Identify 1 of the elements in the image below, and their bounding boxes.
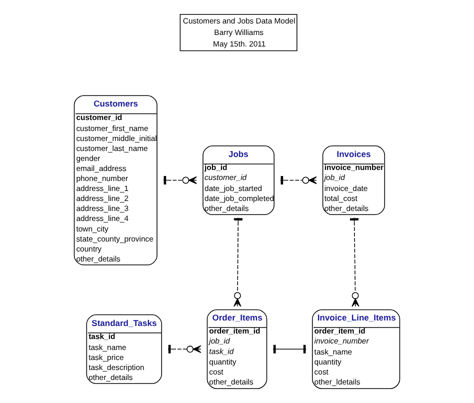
node-box: Customers and Jobs Data Model Barry Williams May 15th. 2011 xyxy=(180,14,298,52)
